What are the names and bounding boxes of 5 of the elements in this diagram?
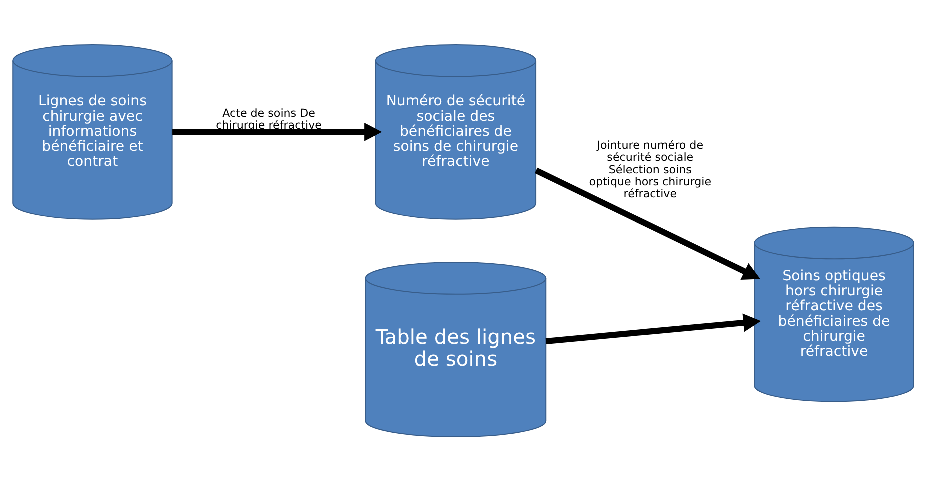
arrow: [172, 122, 382, 142]
edge-label: Jointure numéro de sécurité sociale Sélection soins optique hors chirurgie réfractive: [588, 139, 712, 200]
arrow: [534, 168, 760, 280]
arrow: [545, 314, 761, 344]
edge-label: Acte de soins De chirurgie réfractive: [216, 106, 322, 132]
